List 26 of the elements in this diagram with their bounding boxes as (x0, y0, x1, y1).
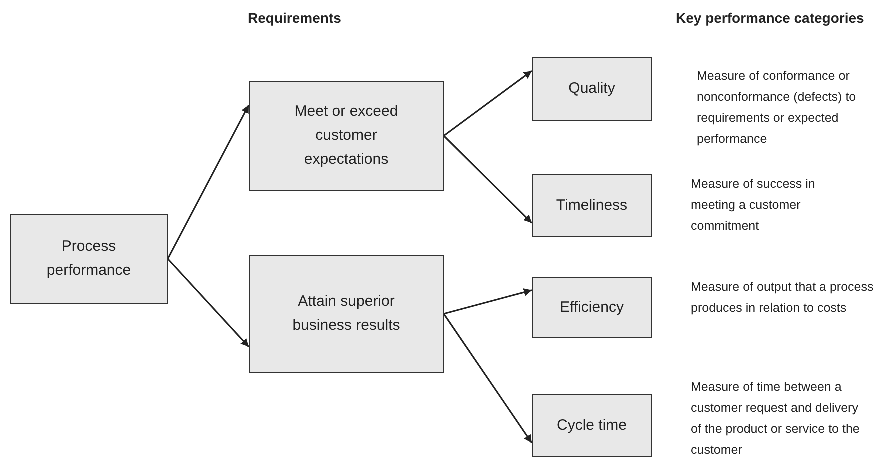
box-label: Meet or exceed customer expectations (294, 102, 400, 170)
process-box (10, 214, 168, 304)
description-text: Measure of conformance or nonconformance (defects) to requirements or expected performance (697, 68, 858, 148)
arrow (167, 104, 250, 260)
description-text: Measure of time between a customer request and delivery of the product or service to the customer (691, 379, 861, 459)
description-text: Measure of output that a process produces in relation to costs (691, 279, 875, 317)
process-box (532, 394, 652, 457)
process-box (532, 57, 652, 121)
arrow (443, 314, 533, 444)
column-heading: Requirements (248, 10, 342, 26)
process-box (249, 81, 444, 191)
box-label: Timeliness (555, 196, 629, 216)
arrow (443, 135, 533, 224)
box-label: Attain superior business results (292, 292, 402, 336)
process-box (249, 255, 444, 373)
arrow (444, 288, 532, 315)
box-label: Efficiency (559, 298, 625, 318)
box-label: Cycle time (556, 416, 628, 436)
description-text: Measure of success in meeting a customer commitment (691, 176, 816, 235)
box-label: Quality (568, 79, 616, 99)
arrow (167, 258, 250, 348)
arrow (444, 70, 532, 137)
process-box (532, 174, 652, 237)
column-heading: Key performance categories (676, 10, 864, 26)
box-label: Process performance (46, 237, 132, 281)
process-box (532, 277, 652, 338)
